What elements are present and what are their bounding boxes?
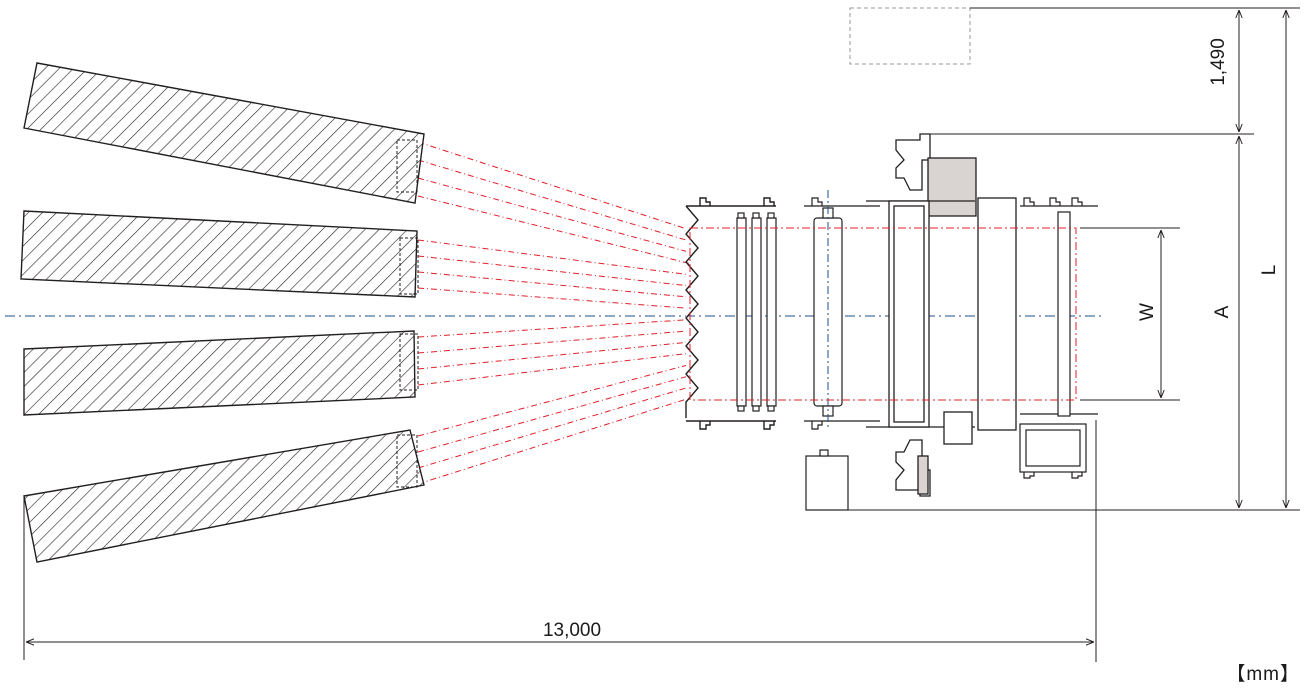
triple-rollers <box>736 212 777 412</box>
laser-beam-lines <box>417 141 691 485</box>
beam-line <box>417 397 691 485</box>
rear-roller-assembly <box>805 197 1098 511</box>
main-roller <box>804 190 880 430</box>
beam-line <box>417 319 691 338</box>
upper-drive-unit <box>927 157 977 217</box>
beam-line <box>417 352 691 386</box>
beam-line <box>417 255 691 287</box>
beam-line <box>417 341 691 370</box>
beam-line <box>417 271 691 298</box>
hatched-panels <box>20 62 425 563</box>
beam-line <box>417 239 691 276</box>
hatched-panel-1 <box>23 62 425 204</box>
working-area <box>689 227 1077 401</box>
lower-drive-unit <box>917 455 929 495</box>
unit-label: 【mm】 <box>1226 663 1300 685</box>
beam-line <box>417 363 691 437</box>
beam-line <box>417 386 691 469</box>
beam-line <box>417 159 691 242</box>
beam-line <box>417 141 691 231</box>
dimension-lines <box>23 7 1300 662</box>
reference-dashed-box <box>849 7 971 65</box>
beam-line <box>417 177 691 253</box>
hatched-panel-2 <box>20 210 418 298</box>
hatched-panel-3 <box>23 330 416 416</box>
beam-line <box>417 195 691 265</box>
dimension-A: A <box>1212 305 1233 318</box>
beam-line <box>417 375 691 453</box>
dimension-L: L <box>1259 265 1280 276</box>
dimension-top-clearance: 1,490 <box>1208 38 1229 86</box>
dimension-total-length: 13,000 <box>543 620 601 641</box>
beam-line <box>417 287 691 309</box>
zigzag-screen <box>685 197 776 430</box>
panel-emitters <box>396 139 419 488</box>
machine-frame <box>866 133 1017 497</box>
dimension-W: W <box>1137 303 1158 321</box>
hatched-panel-4 <box>23 429 425 563</box>
